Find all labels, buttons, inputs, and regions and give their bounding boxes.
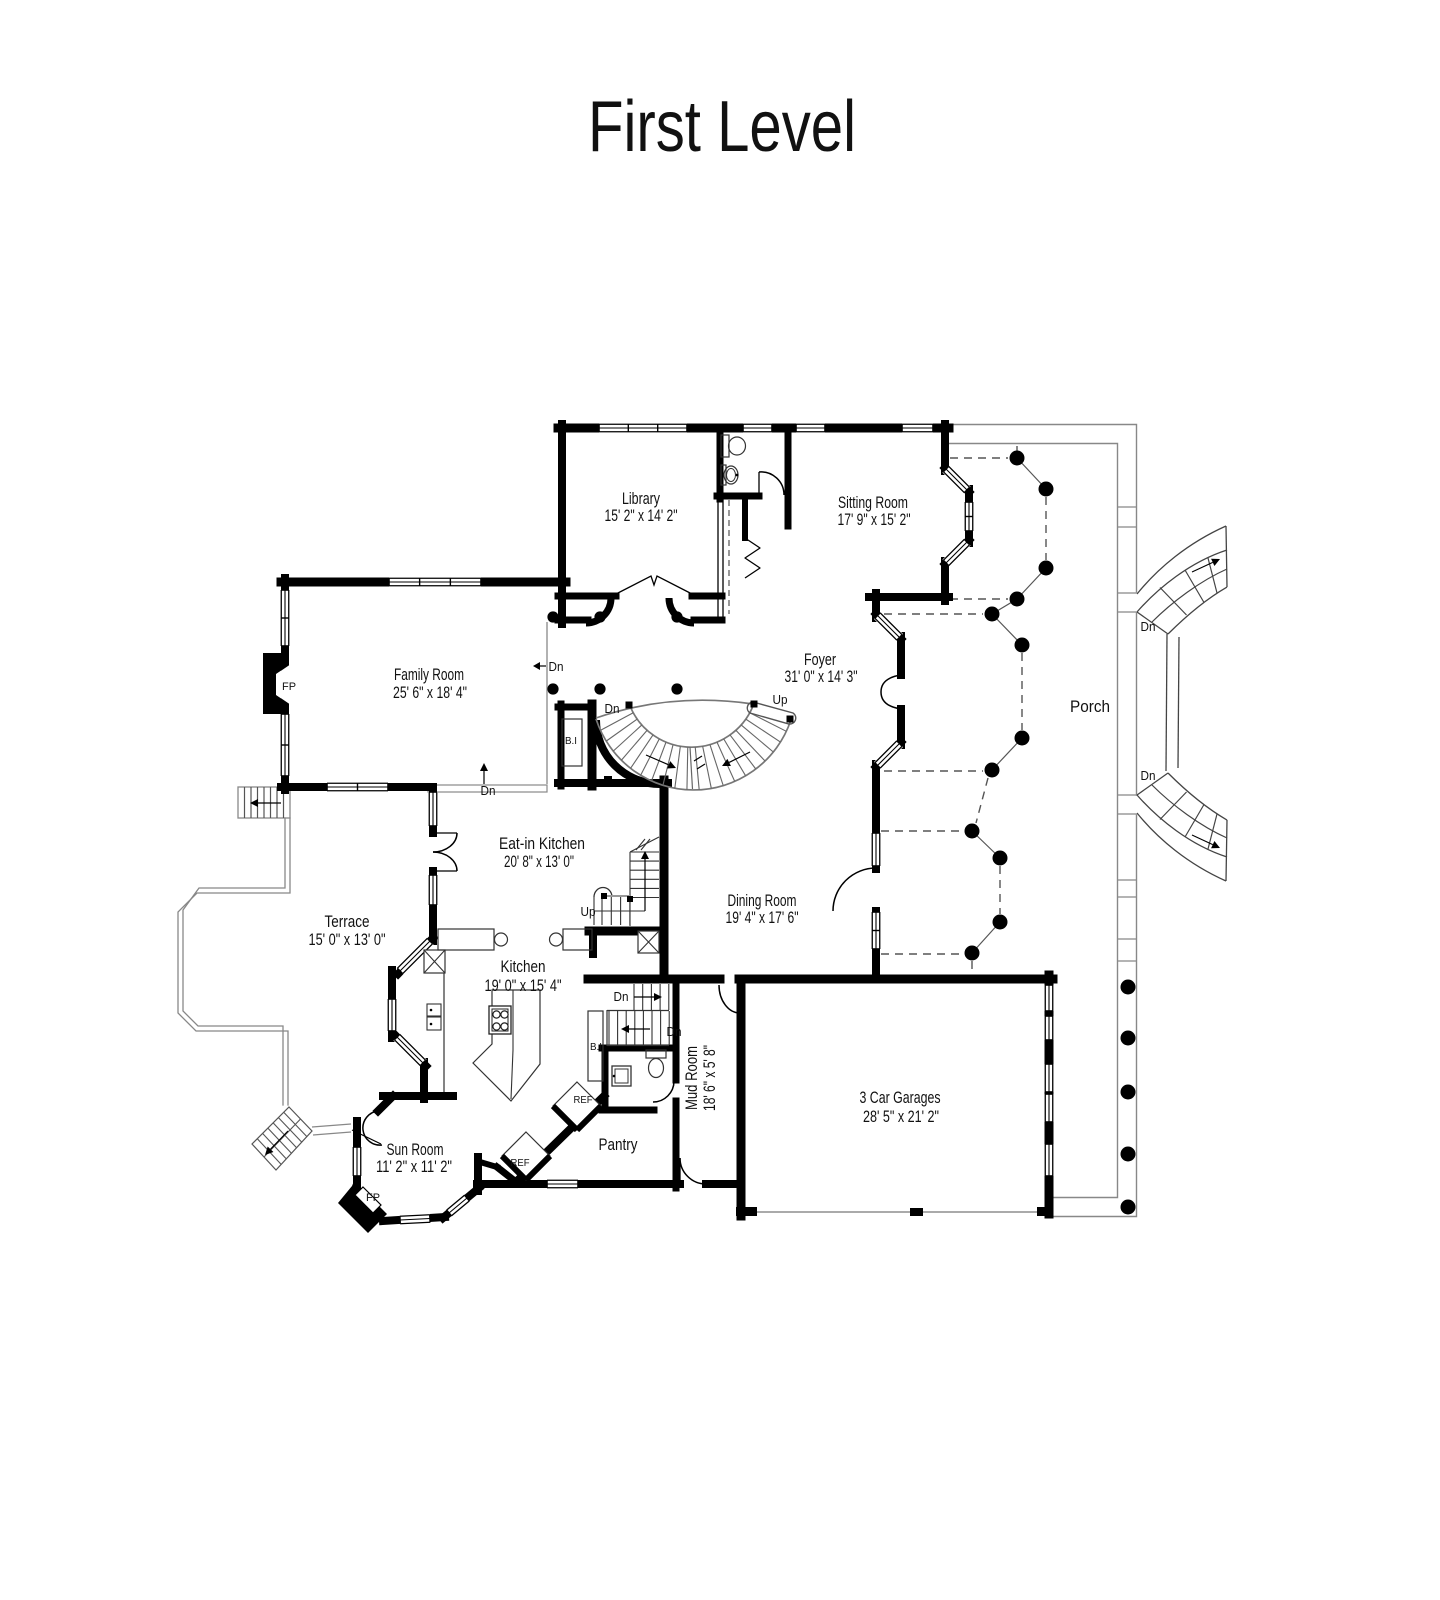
svg-text:15' 2" x 14' 2": 15' 2" x 14' 2" bbox=[605, 506, 678, 525]
svg-text:28' 5" x 21' 2": 28' 5" x 21' 2" bbox=[863, 1107, 939, 1126]
svg-text:FP: FP bbox=[366, 1192, 380, 1204]
svg-text:Sun Room: Sun Room bbox=[387, 1140, 444, 1159]
svg-text:Dn: Dn bbox=[549, 659, 564, 674]
svg-text:B.I: B.I bbox=[565, 736, 577, 747]
svg-text:25' 6" x 18' 4": 25' 6" x 18' 4" bbox=[393, 683, 467, 702]
svg-text:Dn: Dn bbox=[1141, 619, 1156, 634]
svg-text:Dn: Dn bbox=[481, 783, 496, 798]
svg-text:Sitting Room: Sitting Room bbox=[838, 493, 908, 512]
svg-text:Porch: Porch bbox=[1070, 697, 1110, 716]
svg-text:FP: FP bbox=[282, 681, 296, 693]
svg-text:31' 0" x 14' 3": 31' 0" x 14' 3" bbox=[785, 667, 858, 686]
svg-text:Up: Up bbox=[581, 904, 596, 919]
svg-text:11' 2" x 11' 2": 11' 2" x 11' 2" bbox=[376, 1157, 452, 1176]
svg-text:B.I: B.I bbox=[590, 1042, 602, 1053]
svg-text:3 Car Garages: 3 Car Garages bbox=[860, 1088, 941, 1107]
svg-text:19' 4" x 17' 6": 19' 4" x 17' 6" bbox=[726, 908, 799, 927]
svg-text:19' 0" x 15' 4": 19' 0" x 15' 4" bbox=[485, 976, 562, 995]
svg-text:REF: REF bbox=[511, 1158, 530, 1169]
svg-text:Foyer: Foyer bbox=[804, 650, 836, 669]
svg-text:REF: REF bbox=[574, 1095, 593, 1106]
svg-text:17' 9" x 15' 2": 17' 9" x 15' 2" bbox=[838, 510, 911, 529]
svg-text:Dn: Dn bbox=[605, 701, 620, 716]
svg-text:20' 8" x 13' 0": 20' 8" x 13' 0" bbox=[504, 852, 574, 871]
svg-text:Library: Library bbox=[622, 489, 660, 508]
svg-text:Mud Room: Mud Room bbox=[682, 1046, 701, 1110]
svg-text:Dn: Dn bbox=[614, 989, 629, 1004]
svg-text:15' 0" x 13' 0": 15' 0" x 13' 0" bbox=[309, 930, 386, 949]
svg-text:First Level: First Level bbox=[588, 87, 856, 167]
svg-text:Terrace: Terrace bbox=[325, 912, 370, 931]
svg-text:Eat-in Kitchen: Eat-in Kitchen bbox=[499, 834, 585, 853]
svg-text:Up: Up bbox=[773, 692, 788, 707]
svg-text:Kitchen: Kitchen bbox=[501, 957, 546, 976]
svg-text:Dn: Dn bbox=[667, 1024, 682, 1039]
svg-text:Pantry: Pantry bbox=[599, 1135, 638, 1154]
svg-text:Family Room: Family Room bbox=[394, 665, 464, 684]
svg-text:18' 6" x 5' 8": 18' 6" x 5' 8" bbox=[700, 1045, 719, 1111]
svg-text:Dn: Dn bbox=[1141, 768, 1156, 783]
svg-text:Dining Room: Dining Room bbox=[728, 891, 797, 910]
